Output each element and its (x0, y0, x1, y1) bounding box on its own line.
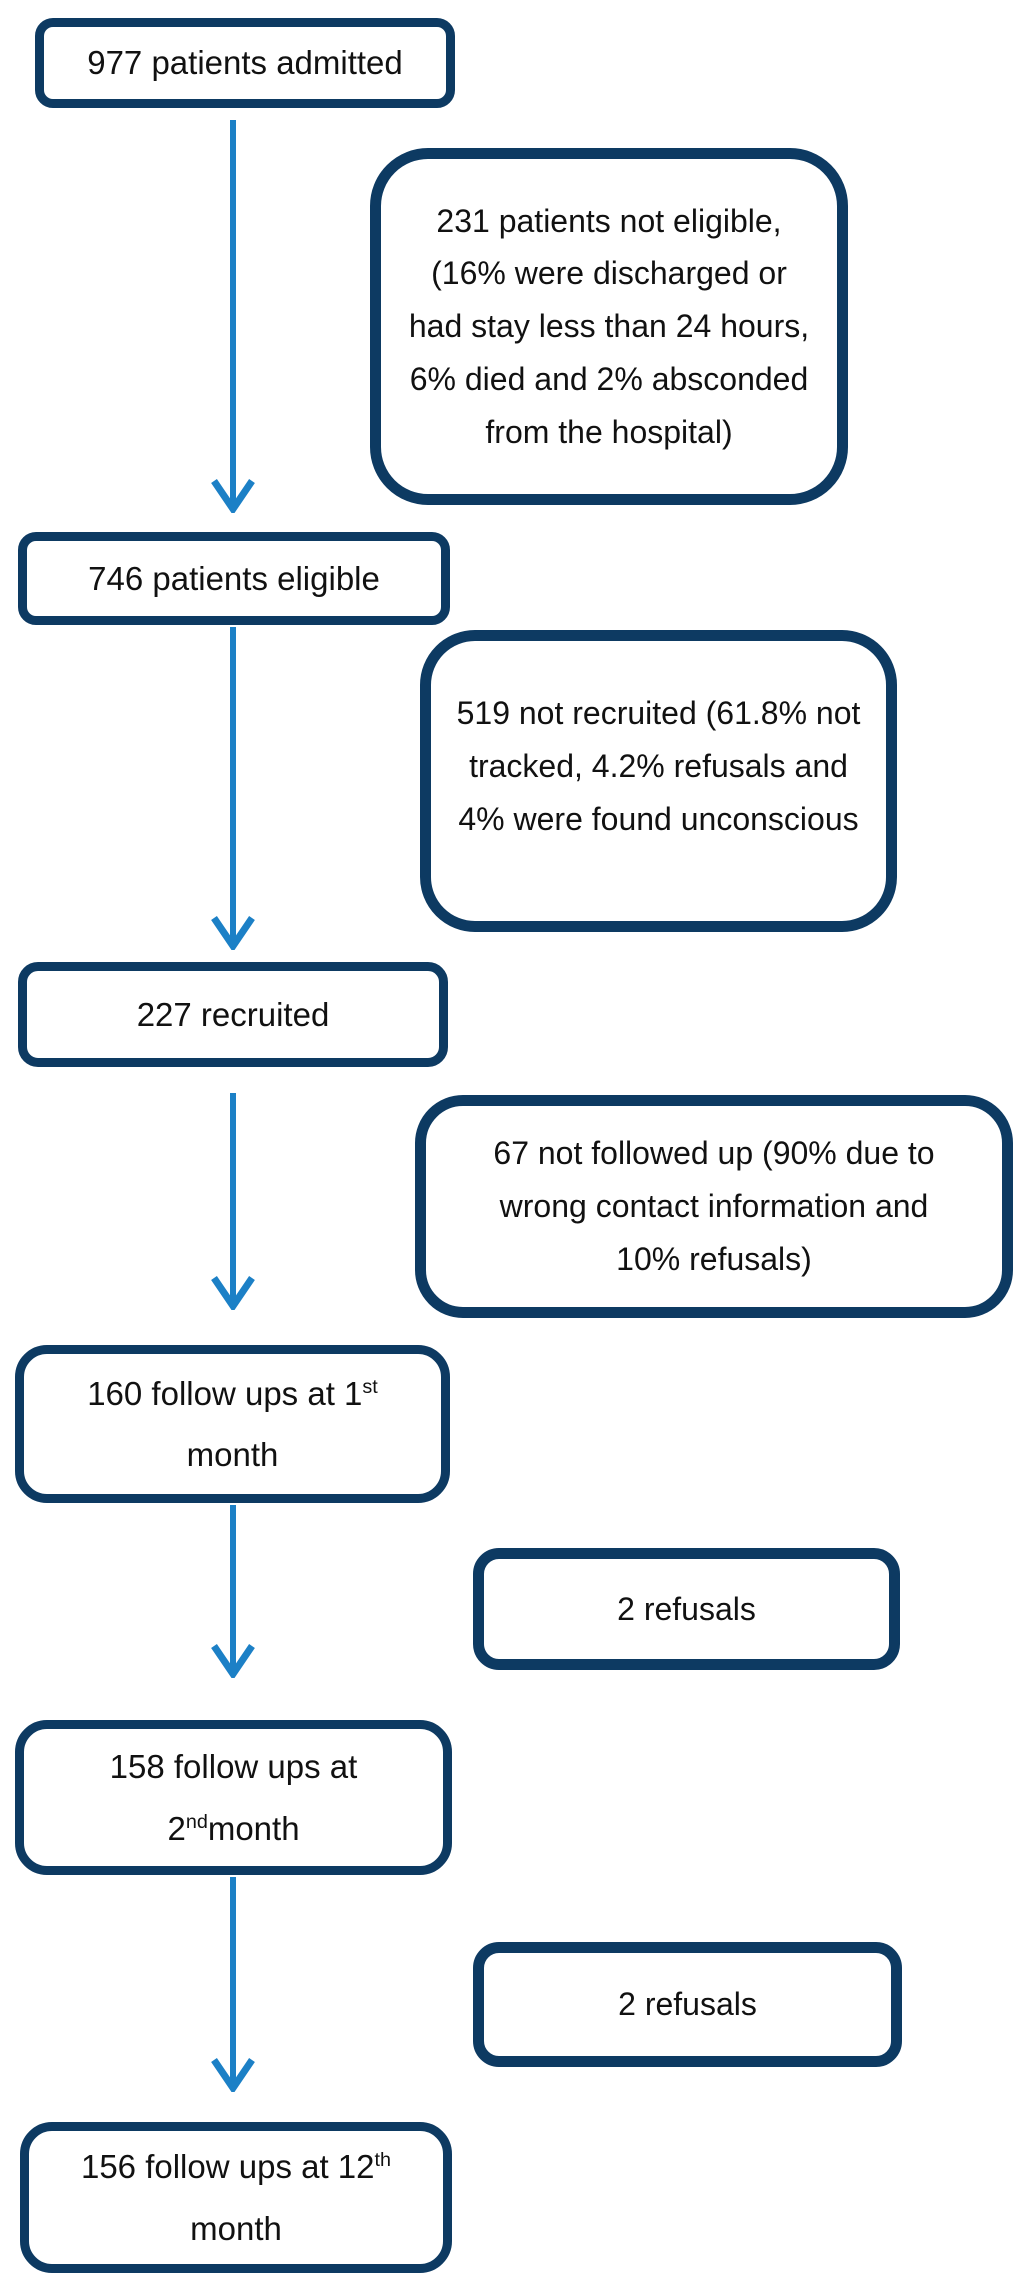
down-arrow-2 (211, 627, 255, 950)
down-arrow-5 (211, 1877, 255, 2092)
box-not-followed-up-label: 67 not followed up (90% due to wrong con… (493, 1135, 935, 1277)
box-not-recruited: 519 not recruited (61.8% not tracked, 4.… (420, 630, 897, 932)
followup-1st-line1: 160 follow ups at 1st (87, 1374, 378, 1412)
down-arrow-3 (211, 1093, 255, 1310)
box-refusals-2: 2 refusals (473, 1942, 902, 2067)
box-followup-2nd-month: 158 follow ups at 2ndmonth (15, 1720, 452, 1875)
box-refusals-1-label: 2 refusals (617, 1590, 756, 1627)
box-patients-admitted-label: 977 patients admitted (87, 44, 403, 82)
followup-1st-line2: month (186, 1436, 279, 1473)
box-patients-eligible: 746 patients eligible (18, 532, 450, 625)
box-not-followed-up: 67 not followed up (90% due to wrong con… (415, 1095, 1013, 1318)
box-followup-12th-month: 156 follow ups at 12th month (20, 2122, 452, 2273)
box-not-eligible: 231 patients not eligible, (16% were dis… (370, 148, 848, 505)
box-not-recruited-label: 519 not recruited (61.8% not tracked, 4.… (456, 695, 861, 837)
followup-2nd-line1: 158 follow ups at (109, 1748, 358, 1786)
down-arrow-1 (211, 120, 255, 513)
followup-12th-line2: month (190, 2209, 282, 2247)
down-arrow-4 (211, 1505, 255, 1678)
box-recruited: 227 recruited (18, 962, 448, 1067)
box-refusals-1: 2 refusals (473, 1548, 900, 1670)
box-refusals-2-label: 2 refusals (618, 1986, 757, 2023)
box-patients-eligible-label: 746 patients eligible (88, 559, 380, 597)
followup-2nd-line2: 2ndmonth (167, 1809, 300, 1847)
ordinal-suffix: nd (185, 1810, 208, 1833)
ordinal-suffix: st (362, 1375, 378, 1398)
box-not-eligible-label: 231 patients not eligible, (16% were dis… (408, 202, 810, 450)
box-recruited-label: 227 recruited (136, 995, 330, 1033)
box-followup-1st-month: 160 follow ups at 1st month (15, 1345, 450, 1503)
ordinal-suffix: th (374, 2149, 392, 2172)
followup-12th-line1: 156 follow ups at 12th (80, 2148, 392, 2186)
box-patients-admitted: 977 patients admitted (35, 18, 455, 108)
